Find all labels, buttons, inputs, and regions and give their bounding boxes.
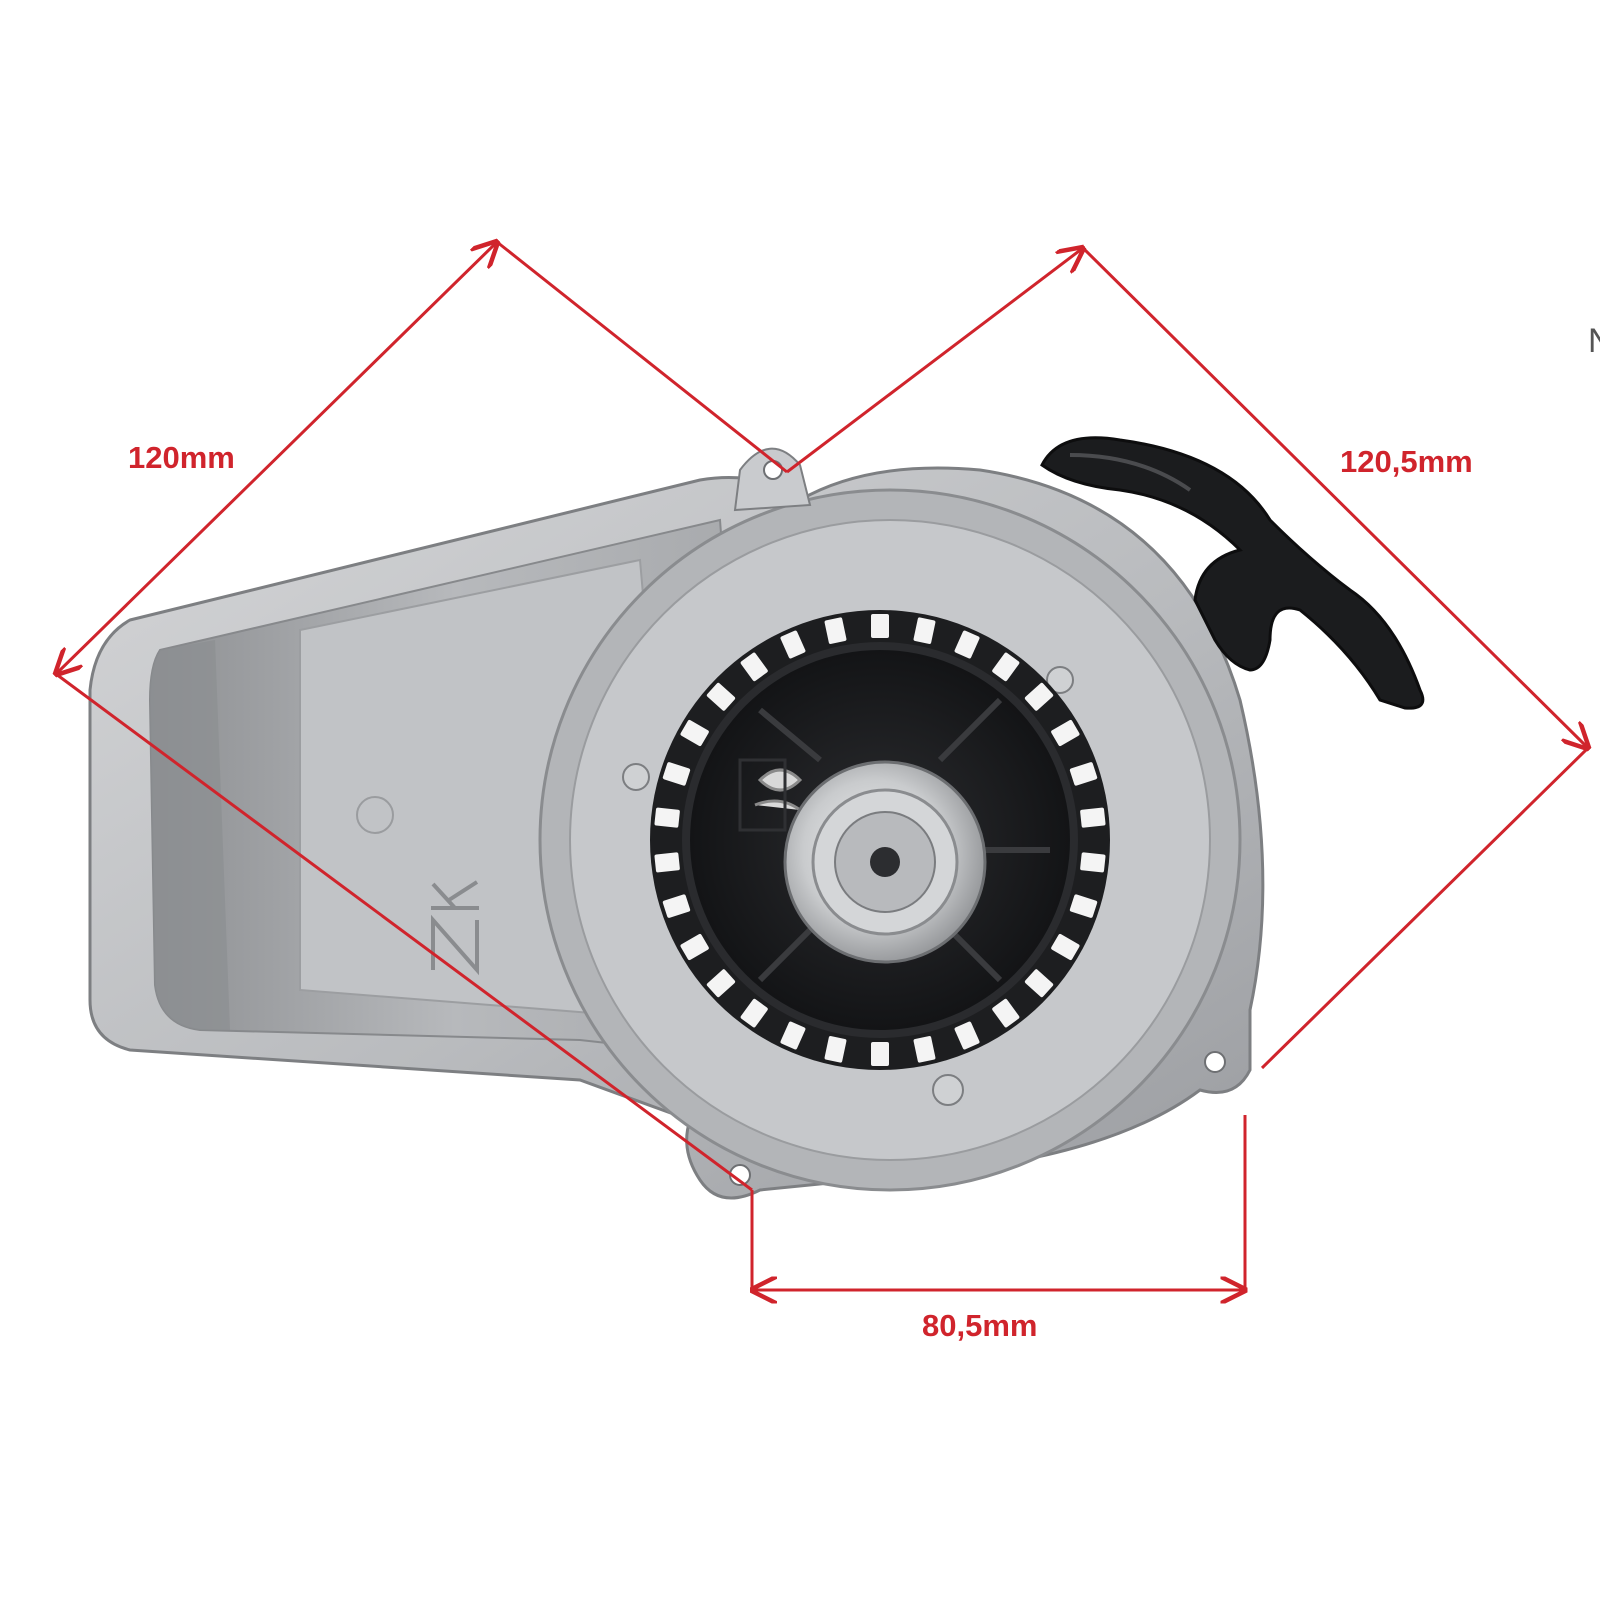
- ratchet-slots: [654, 614, 1106, 1066]
- dim-line-120mm: [56, 242, 497, 674]
- ratchet-slot: [1069, 894, 1098, 918]
- ratchet-slot: [680, 719, 709, 747]
- ratchet-slot: [662, 894, 691, 918]
- center-hub: [783, 760, 987, 964]
- ratchet-slot: [654, 852, 680, 873]
- ratchet-slot: [1051, 719, 1080, 747]
- ratchet-slot: [740, 998, 768, 1028]
- embossed-logo: [431, 880, 479, 976]
- ratchet-slot: [706, 969, 736, 998]
- label-120mm: 120mm: [128, 440, 235, 475]
- ratchet-slot: [1080, 852, 1106, 873]
- ratchet-slot: [662, 762, 691, 786]
- dim-line-right-lower: [1260, 746, 1590, 1070]
- ratchet-slot: [1024, 969, 1054, 998]
- dimension-lines: [56, 242, 1588, 1292]
- bolt-head: [932, 1074, 964, 1106]
- ratchet-slot: [680, 933, 709, 961]
- ratchet-slot: [824, 1036, 847, 1063]
- ratchet-slot: [954, 630, 980, 659]
- dim-line-diagonal-left: [55, 672, 753, 1192]
- dim-line-top-right: [786, 248, 1083, 474]
- ratchet-slot: [992, 652, 1020, 682]
- bottom-right-mount-hole: [1204, 1051, 1226, 1073]
- dim-line-120-5mm: [1081, 246, 1588, 748]
- ratchet-slot: [1080, 807, 1106, 828]
- top-mount-hole: [763, 460, 783, 480]
- ratchet-slot: [1024, 682, 1054, 711]
- label-80-5mm: 80,5mm: [922, 1308, 1037, 1343]
- ratchet-slot: [1069, 762, 1098, 786]
- ratchet-slot: [871, 614, 889, 638]
- ratchet-slot: [913, 1036, 936, 1063]
- ratchet-slot: [913, 617, 936, 644]
- bolt-head: [1046, 666, 1074, 694]
- ratchet-slot: [780, 630, 806, 659]
- dim-line-top-left: [496, 240, 788, 474]
- ratchet-slot: [740, 652, 768, 682]
- label-120-5mm: 120,5mm: [1340, 444, 1473, 479]
- ratchet-slot: [824, 617, 847, 644]
- ratchet-slot: [871, 1042, 889, 1066]
- ratchet-slot: [954, 1021, 980, 1050]
- ratchet-slot: [1051, 933, 1080, 961]
- bolt-head: [622, 763, 650, 791]
- edge-cropped-text: N: [1588, 322, 1600, 361]
- hub-bolt-hole: [870, 847, 900, 877]
- ratchet-slot: [780, 1021, 806, 1050]
- ratchet-slot: [706, 682, 736, 711]
- pull-handle: [1040, 436, 1425, 710]
- ratchet-slot: [654, 807, 680, 828]
- ratchet-slot: [992, 998, 1020, 1028]
